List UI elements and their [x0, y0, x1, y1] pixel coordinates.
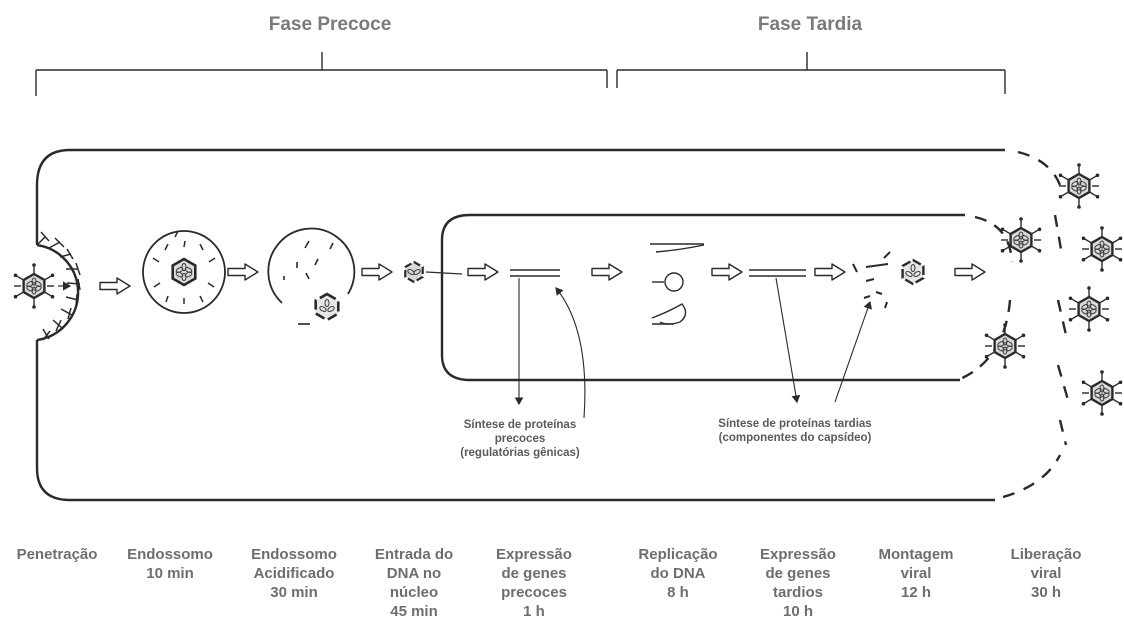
late-phase-bracket: [616, 52, 1006, 94]
cell-membrane: [35, 148, 1005, 502]
early-phase-bracket: [35, 52, 608, 96]
acidified-endosome: [267, 227, 356, 304]
mature-virion-2: [983, 322, 1027, 370]
early-protein-synthesis-note: Síntese de proteínas precoces (regulatór…: [460, 419, 580, 459]
late-protein-synthesis-note: Síntese de proteínas tardias (componente…: [718, 418, 872, 444]
virus-entering: [12, 262, 56, 310]
membrane-broken-segment: [1017, 150, 1062, 186]
released-virion-3: [1067, 285, 1111, 333]
coated-pit: [36, 231, 81, 342]
nucleus-membrane: [440, 213, 965, 382]
dna-replication: [650, 243, 705, 325]
released-virion-1: [1057, 161, 1101, 211]
released-virion-2: [1080, 224, 1124, 273]
mature-virion-1: [999, 215, 1043, 264]
stage-penetration: Penetração: [16, 546, 98, 563]
viral-assembly: [852, 251, 891, 309]
early-phase-title: Fase Precoce: [268, 14, 392, 35]
virus-at-nucleus: [404, 260, 424, 284]
released-virion-4: [1080, 369, 1124, 417]
membrane-broken-lower: [1002, 454, 1062, 499]
endosome: [142, 230, 226, 314]
early-dna: [510, 269, 560, 277]
late-phase-title: Fase Tardia: [757, 14, 863, 35]
